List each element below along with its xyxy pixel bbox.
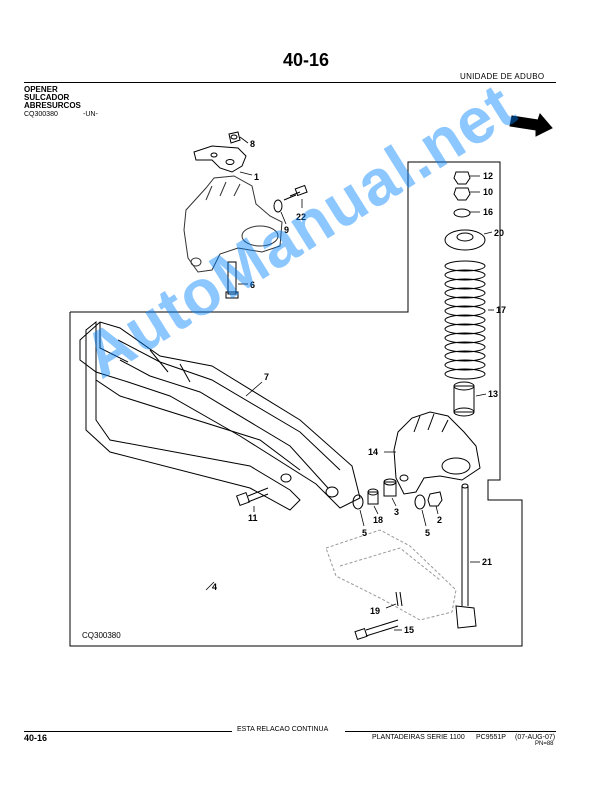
footer-rule-right xyxy=(345,731,556,732)
part-5-washer-left xyxy=(352,494,364,510)
spring-coil xyxy=(444,269,486,281)
callout-19: 19 xyxy=(370,606,380,616)
callout-5-left: 5 xyxy=(362,528,367,538)
page-number-top: 40-16 xyxy=(282,50,330,70)
part-11-bolt xyxy=(235,487,269,507)
part-22-bolt xyxy=(283,184,308,201)
callout-2: 2 xyxy=(437,515,442,525)
part-8-nut xyxy=(228,131,241,144)
callout-16: 16 xyxy=(483,207,493,217)
header-rule xyxy=(24,82,556,83)
reference-code: CQ300380 xyxy=(24,111,58,118)
title-english: OPENER xyxy=(24,85,58,94)
spring-coil xyxy=(444,323,486,335)
spring-coil xyxy=(444,287,486,299)
callout-10: 10 xyxy=(483,187,493,197)
part-2-nut xyxy=(427,491,443,507)
part-21-rod xyxy=(455,483,477,629)
spring-coil xyxy=(444,332,486,344)
assembly-frame-outline xyxy=(69,161,523,647)
part-20-spring-cap xyxy=(444,229,486,251)
spring-coil xyxy=(444,341,486,353)
spring-coil xyxy=(444,296,486,308)
part-7-arm xyxy=(79,321,361,509)
callout-7: 7 xyxy=(264,372,269,382)
part-9-washer xyxy=(273,199,283,213)
diagram-code: CQ300380 xyxy=(82,631,121,640)
callout-5-right: 5 xyxy=(425,528,430,538)
upper-casting xyxy=(183,175,283,273)
footer-rule-left xyxy=(24,731,232,732)
callout-21: 21 xyxy=(482,557,492,567)
part-16-washer xyxy=(453,208,471,218)
part-17-spring xyxy=(444,260,486,380)
part-3-bushing xyxy=(383,478,397,497)
spring-coil xyxy=(444,368,486,380)
part-13-bushing xyxy=(453,381,475,417)
part-18-bushing xyxy=(367,488,379,505)
spring-coil xyxy=(444,350,486,362)
direction-arrow-icon xyxy=(509,113,553,137)
part-4-lower-arm xyxy=(85,320,301,511)
callout-6: 6 xyxy=(250,280,255,290)
footer-book-title: PLANTADEIRAS SERIE 1100 xyxy=(372,734,465,741)
footer-pc-number: PC9551P xyxy=(476,734,506,741)
callout-3: 3 xyxy=(394,507,399,517)
part-6-bolt xyxy=(225,261,239,299)
part-1-bracket xyxy=(193,145,247,173)
callout-18: 18 xyxy=(373,515,383,525)
title-portuguese: SULCADOR xyxy=(24,93,70,102)
callout-15: 15 xyxy=(404,625,414,635)
callout-14: 14 xyxy=(368,447,378,457)
title-spanish: ABRESURCOS xyxy=(24,101,81,110)
part-19-pin xyxy=(395,591,403,607)
reference-unit: -UN- xyxy=(83,111,98,118)
lower-linkage-ghost xyxy=(325,529,457,621)
callout-22: 22 xyxy=(296,212,306,222)
callout-1: 1 xyxy=(254,172,259,182)
callout-4: 4 xyxy=(212,582,217,592)
spring-coil xyxy=(444,314,486,326)
callout-13: 13 xyxy=(488,389,498,399)
section-label: UNIDADE DE ADUBO xyxy=(460,72,545,81)
footer-date: (07-AUG-07) xyxy=(515,734,556,741)
leader-lines xyxy=(205,136,494,631)
spring-coil xyxy=(444,260,486,272)
part-14-lower-casting xyxy=(393,411,481,495)
spring-coil xyxy=(444,305,486,317)
footer-pn: PN=88 xyxy=(535,741,554,747)
part-5-washer-right xyxy=(414,494,426,510)
spring-coil xyxy=(444,278,486,290)
callout-20: 20 xyxy=(494,228,504,238)
part-10-nut xyxy=(453,187,471,201)
spring-coil xyxy=(444,359,486,371)
part-12-nut xyxy=(453,171,471,185)
footer-continue-note: ESTA RELACAO CONTINUA xyxy=(237,726,329,733)
callout-17: 17 xyxy=(496,305,506,315)
footer-page-number: 40-16 xyxy=(24,733,48,743)
callout-8: 8 xyxy=(250,139,255,149)
callout-11: 11 xyxy=(248,513,258,523)
part-15-bolt xyxy=(354,619,399,640)
callout-12: 12 xyxy=(483,171,493,181)
callout-9: 9 xyxy=(284,225,289,235)
